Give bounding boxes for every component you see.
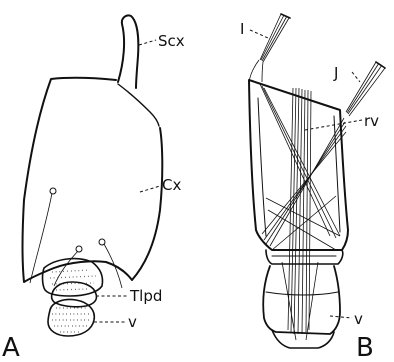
coxa-b-left-inner-edge (258, 98, 266, 236)
label-v-a: v (128, 313, 137, 331)
leader-cx (140, 186, 160, 192)
leader-j (352, 72, 360, 82)
subcoxa-outline (118, 15, 138, 88)
leader-scx (139, 40, 156, 45)
seta-mid (54, 251, 78, 286)
label-scx: Scx (158, 32, 185, 50)
coxa-b-collar (266, 250, 343, 264)
leader-v-b (330, 316, 352, 318)
panel-label-b: B (356, 333, 374, 362)
distal-segment-b-rim (266, 292, 338, 295)
terminal-segment-v (48, 299, 94, 336)
seta-socket-mid (76, 246, 82, 252)
terminal-stipple (52, 308, 90, 332)
panel-label-a: A (2, 333, 20, 362)
distal-segment-b (263, 266, 340, 334)
label-j: J (333, 64, 338, 82)
muscle-fibres (260, 84, 346, 340)
seta-socket-right (99, 239, 105, 245)
leader-i (250, 30, 268, 38)
subcoxa-inner-edge (118, 84, 159, 126)
panel-b: I J rv v B (240, 14, 385, 362)
telopodite-segment (52, 282, 97, 307)
label-i: I (240, 20, 244, 38)
seta-right (104, 244, 122, 288)
label-v-b: v (354, 310, 363, 328)
label-rv: rv (364, 112, 379, 130)
panel-a: Scx Cx Tlpd v A (2, 15, 185, 362)
tendon-j (346, 62, 385, 116)
coxa-outline (23, 78, 163, 282)
label-cx: Cx (162, 176, 181, 194)
label-tlpd: Tlpd (129, 287, 162, 305)
tendon-i (249, 14, 290, 82)
leader-rv (305, 120, 362, 130)
seta-socket-left (50, 188, 56, 194)
